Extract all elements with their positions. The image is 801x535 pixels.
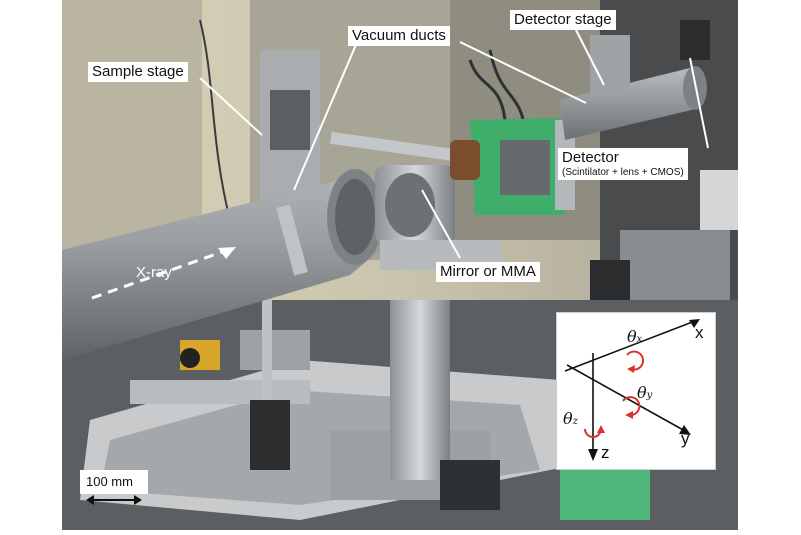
y-axis-label: y: [681, 429, 690, 448]
theta-y-label: θy: [637, 383, 653, 402]
detector-title: Detector: [562, 149, 619, 166]
z-axis-label: z: [601, 443, 610, 462]
sample-stage-label: Sample stage: [88, 62, 188, 82]
scale-bar: 100 mm: [80, 470, 148, 514]
vacuum-ducts-label: Vacuum ducts: [348, 26, 450, 46]
scale-bar-label: 100 mm: [86, 474, 133, 489]
mirror-label: Mirror or MMA: [436, 262, 540, 282]
axes-inset: θx x θy y θz z: [556, 312, 716, 470]
detector-label: Detector (Scintilator + lens + CMOS): [558, 148, 688, 180]
x-axis-label: x: [695, 323, 704, 342]
theta-x-label: θx: [627, 327, 643, 346]
axes-diagram: [564, 319, 700, 461]
xray-label: X-ray: [136, 264, 172, 281]
theta-z-label: θz: [563, 409, 578, 428]
detector-stage-label: Detector stage: [510, 10, 616, 30]
detector-subtitle: (Scintilator + lens + CMOS): [562, 167, 684, 178]
